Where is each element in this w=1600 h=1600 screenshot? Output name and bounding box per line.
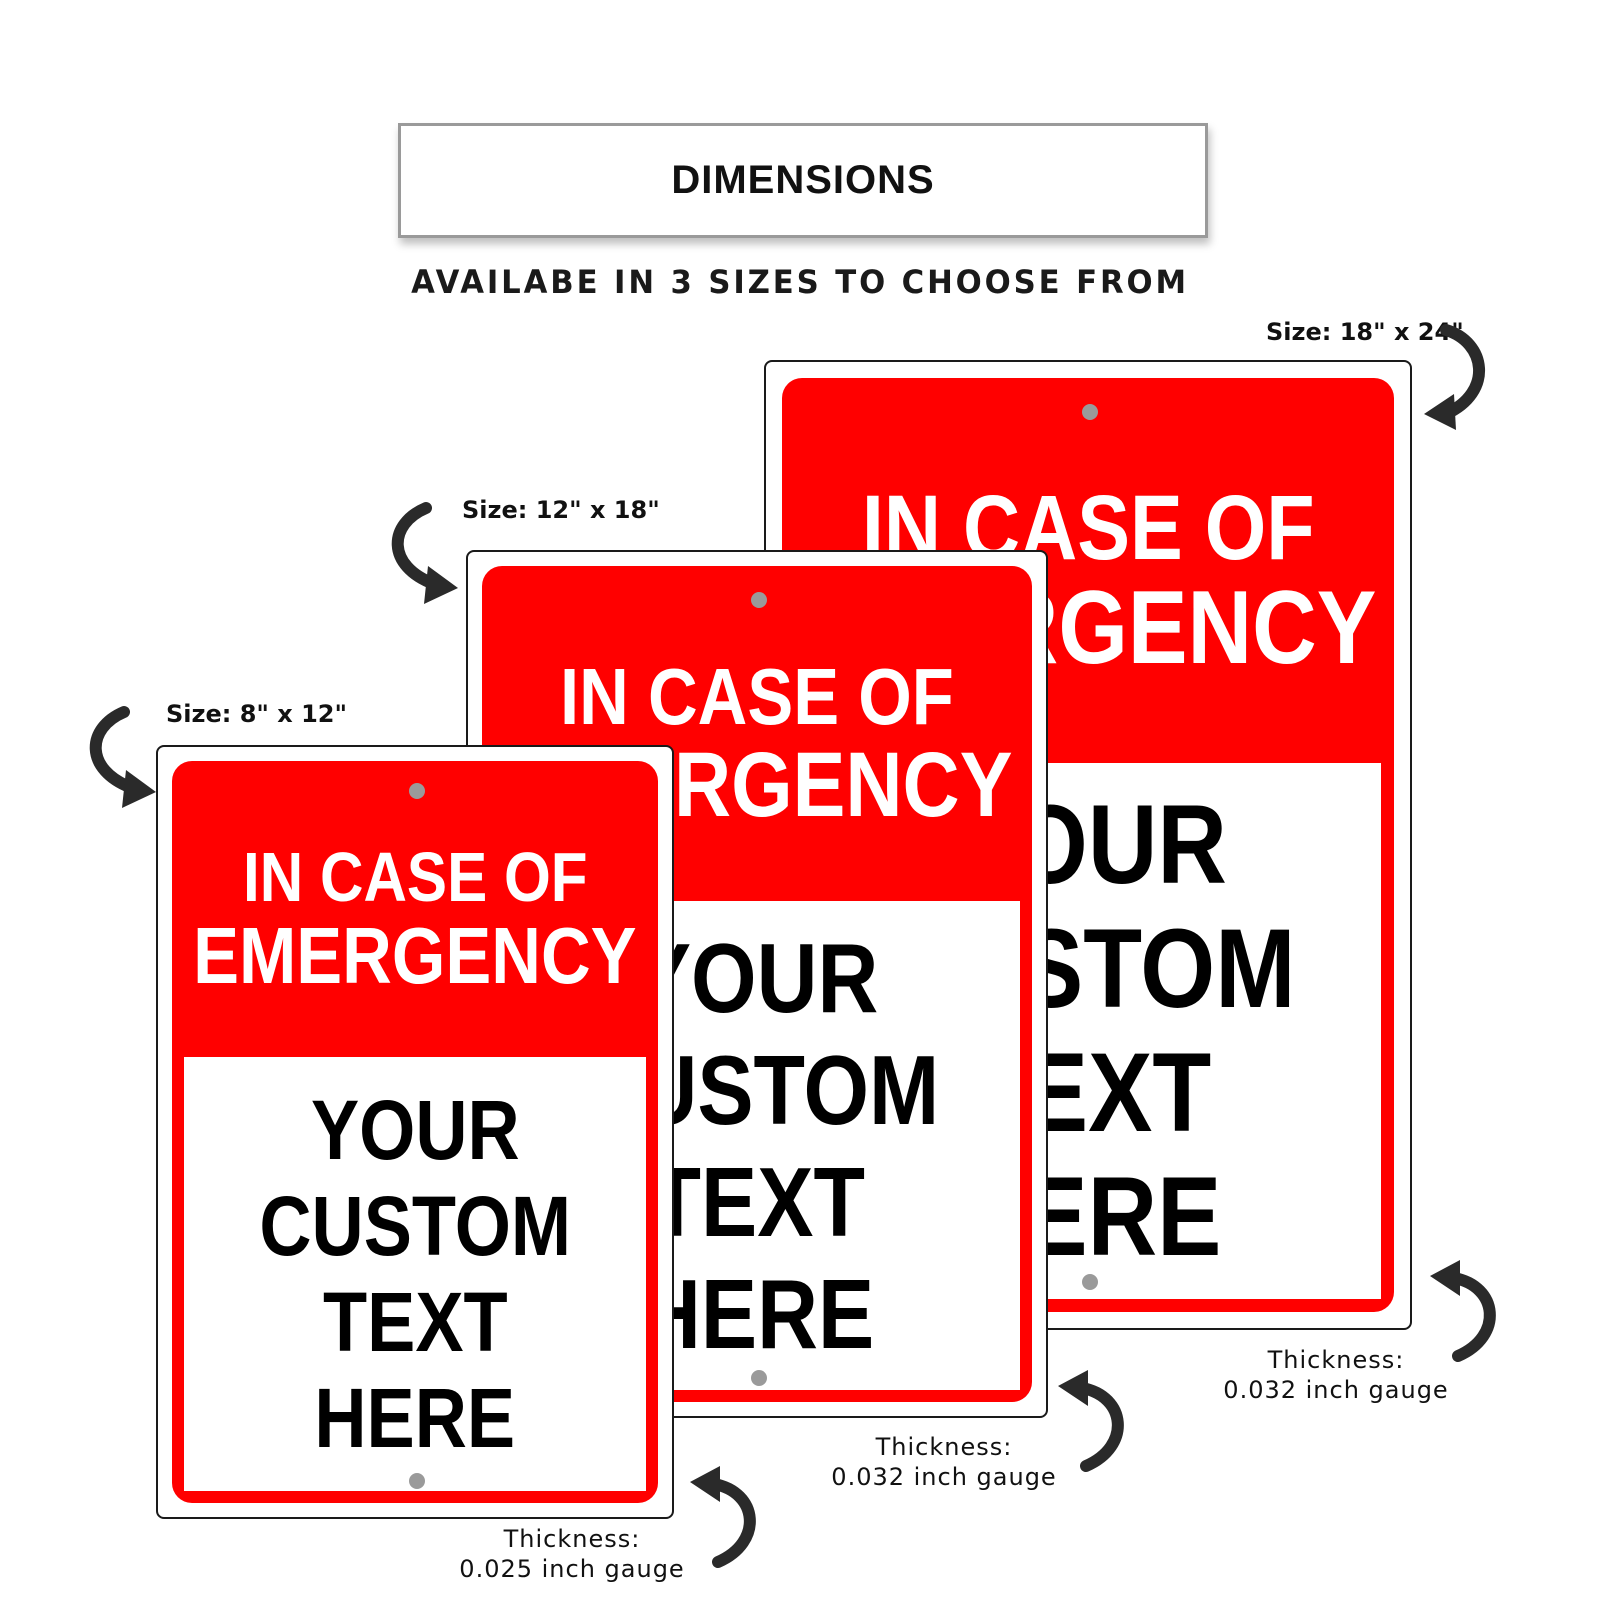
curved-arrow-icon <box>391 502 458 604</box>
thickness-title: Thickness: <box>875 1433 1013 1461</box>
size-label-large: Size: 18" x 24" <box>1266 318 1464 346</box>
size-label-small: Size: 8" x 12" <box>166 700 348 728</box>
mount-hole-bottom <box>751 1370 767 1386</box>
curved-arrow-icon <box>690 1466 756 1568</box>
curved-arrow-icon <box>89 706 156 808</box>
mount-hole-bottom <box>1082 1274 1098 1290</box>
sign-small-body-line4: HERE <box>314 1371 516 1465</box>
thickness-label-large: Thickness: 0.032 inch gauge <box>1216 1345 1456 1405</box>
mount-hole-top <box>409 783 425 799</box>
sign-small-body-line2: CUSTOM <box>259 1179 571 1273</box>
dimensions-header-box: DIMENSIONS <box>398 123 1208 238</box>
subtitle: AVAILABE IN 3 SIZES TO CHOOSE FROM <box>411 263 1189 301</box>
sign-medium-heading-line1: IN CASE OF <box>560 651 954 741</box>
mount-hole-bottom <box>409 1473 425 1489</box>
curved-arrow-icon <box>1430 1260 1496 1362</box>
page-title: DIMENSIONS <box>671 158 935 202</box>
sign-small-heading-line1: IN CASE OF <box>242 838 588 916</box>
thickness-label-small: Thickness: 0.025 inch gauge <box>452 1524 692 1584</box>
sign-medium-body-line4: HERE <box>639 1258 875 1369</box>
sign-small-heading-line2: EMERGENCY <box>193 911 637 1000</box>
curved-arrow-icon <box>1424 324 1486 430</box>
thickness-label-medium: Thickness: 0.032 inch gauge <box>824 1432 1064 1492</box>
thickness-value: 0.032 inch gauge <box>831 1463 1057 1491</box>
mount-hole-top <box>1082 404 1098 420</box>
sign-medium-body-line1: YOUR <box>635 922 879 1033</box>
sign-small-body-line1: YOUR <box>310 1083 520 1177</box>
thickness-value: 0.025 inch gauge <box>459 1555 685 1583</box>
thickness-title: Thickness: <box>1267 1346 1405 1374</box>
thickness-title: Thickness: <box>503 1525 641 1553</box>
mount-hole-top <box>751 592 767 608</box>
size-label-medium: Size: 12" x 18" <box>462 496 660 524</box>
curved-arrow-icon <box>1058 1370 1124 1472</box>
sign-small: IN CASE OF EMERGENCY YOUR CUSTOM TEXT HE… <box>156 745 674 1519</box>
thickness-value: 0.032 inch gauge <box>1223 1376 1449 1404</box>
sign-medium-body-line3: TEXT <box>649 1146 865 1257</box>
sign-small-body-line3: TEXT <box>322 1275 508 1369</box>
